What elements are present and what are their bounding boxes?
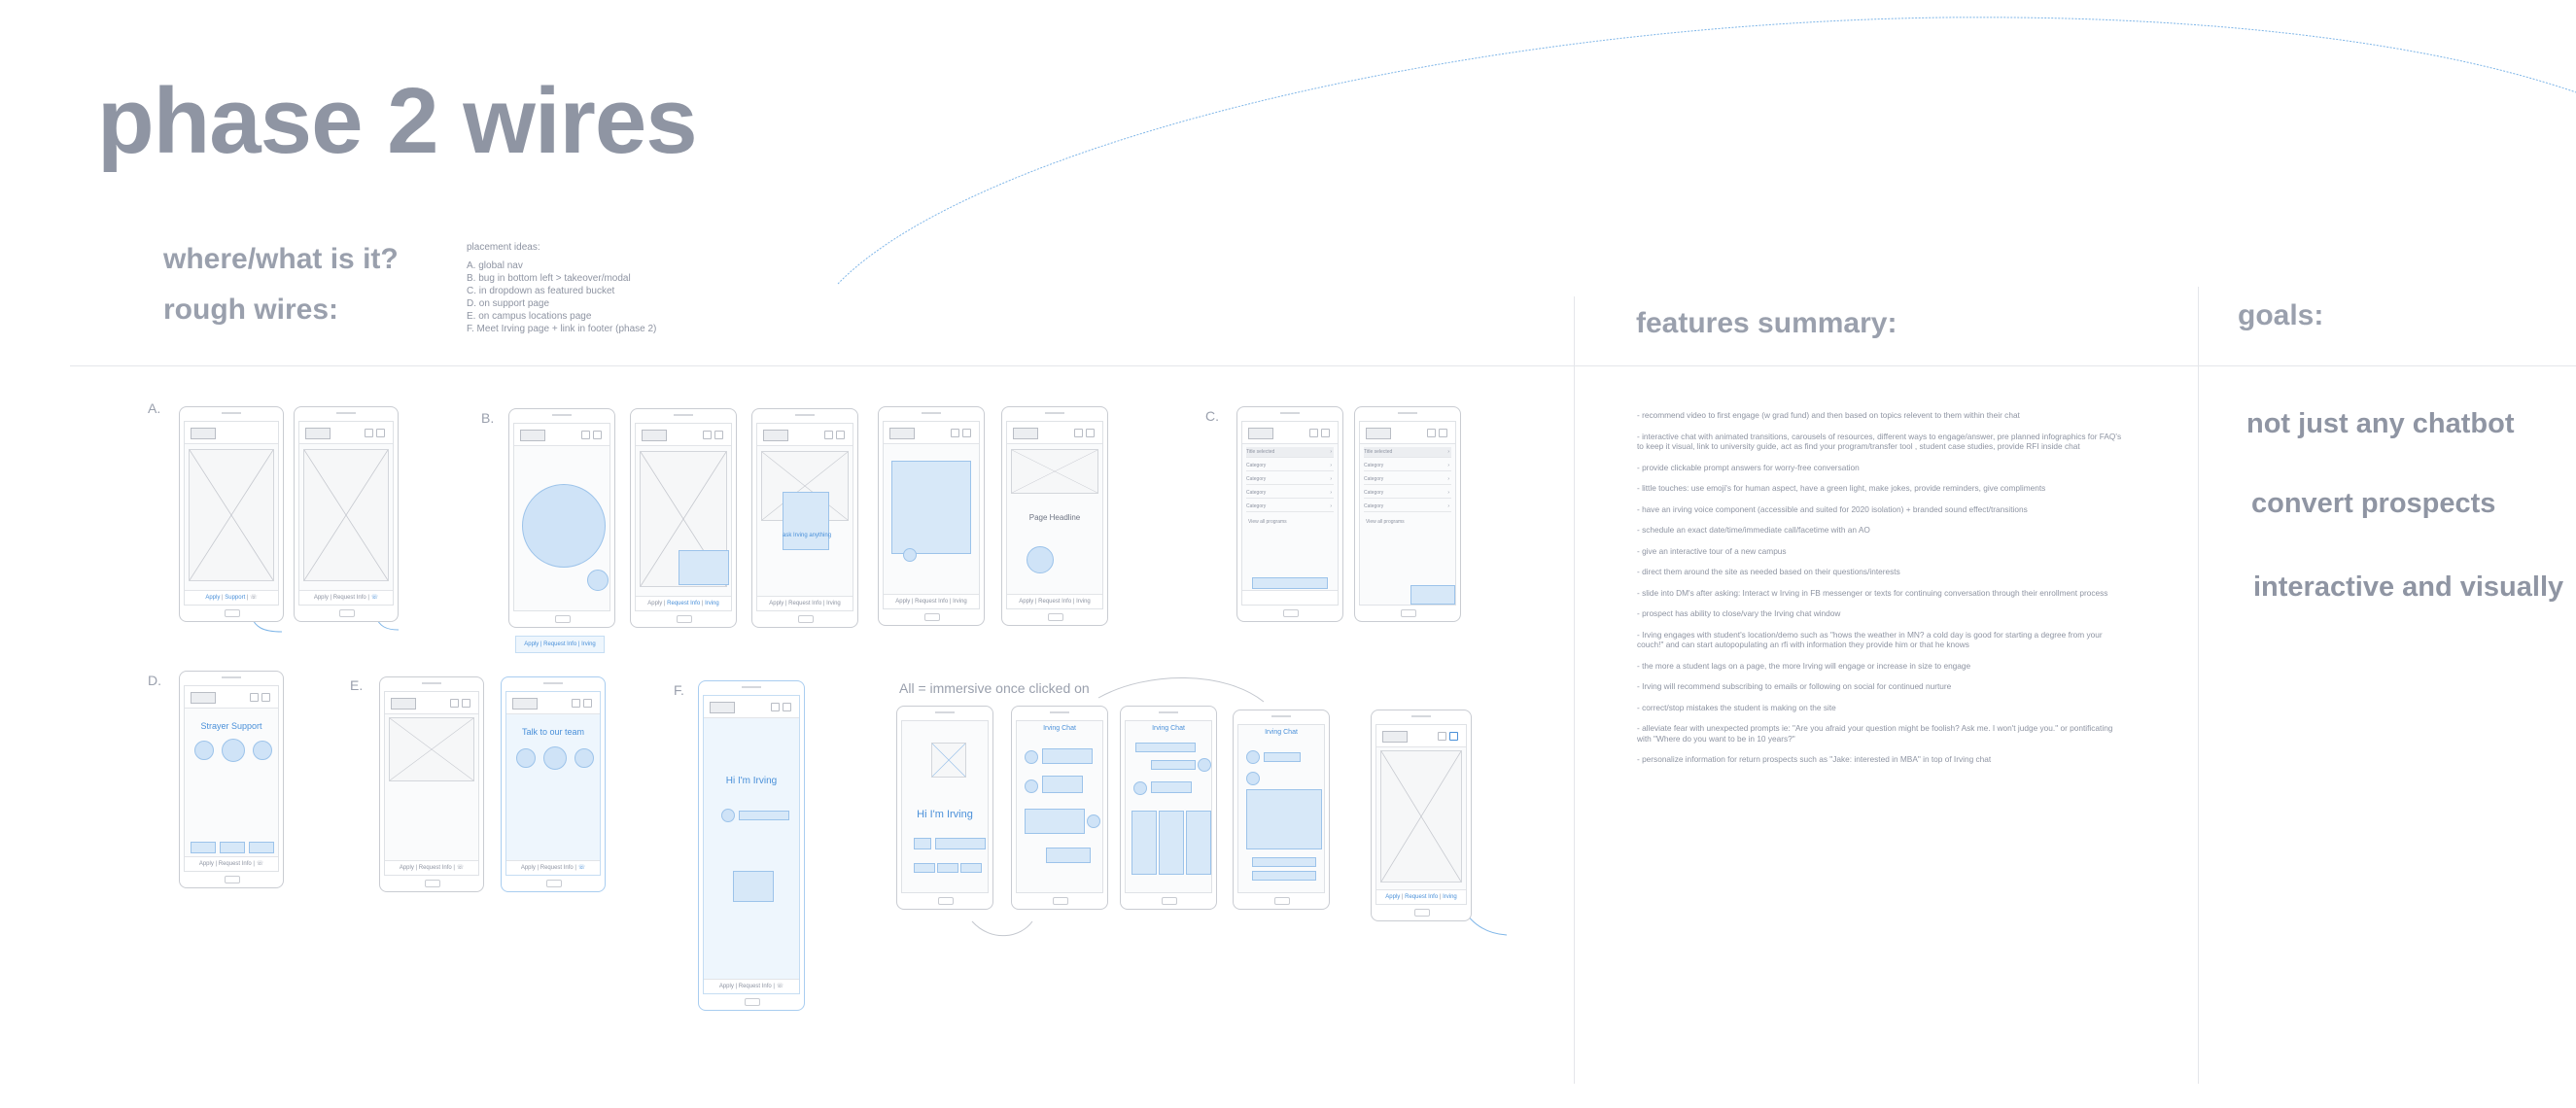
placement-item: F. Meet Irving page + link in footer (ph… bbox=[467, 324, 657, 334]
wireframe-b3: ask Irving anything Apply | Request Info… bbox=[751, 408, 858, 628]
goal-item: interactive and visually bbox=[2253, 571, 2564, 603]
vertical-divider bbox=[2198, 287, 2199, 1084]
feature-item: - prospect has ability to close/vary the… bbox=[1637, 608, 1841, 618]
wireframe-b1 bbox=[508, 408, 615, 628]
b1-footer-strip: Apply | Request Info | Irving bbox=[515, 636, 605, 653]
chat-screen-5: Apply | Request Info | Irving bbox=[1371, 710, 1472, 921]
feature-item: - direct them around the site as needed … bbox=[1637, 567, 1900, 576]
section-letter-a: A. bbox=[148, 400, 161, 416]
wireframe-c1: Title selected Category Category Categor… bbox=[1236, 406, 1343, 622]
goal-item: convert prospects bbox=[2251, 488, 2496, 519]
page-title: phase 2 wires bbox=[97, 69, 698, 173]
feature-item: - slide into DM's after asking: Interact… bbox=[1637, 587, 2108, 598]
immersive-label: All = immersive once clicked on bbox=[899, 680, 1090, 696]
wireframe-b2: Apply | Request Info | Irving bbox=[630, 408, 737, 628]
horizontal-divider bbox=[70, 365, 2576, 366]
feature-item: - give an interactive tour of a new camp… bbox=[1637, 545, 1787, 556]
chat-screen-2: Irving Chat bbox=[1011, 706, 1108, 910]
wireframe-a1: Apply | Support | ☏ bbox=[179, 406, 284, 622]
wireframe-b5: Page Headline Apply | Request Info | Irv… bbox=[1001, 406, 1108, 626]
feature-item: - Irving will recommend subscribing to e… bbox=[1637, 681, 1952, 691]
goal-item: not just any chatbot bbox=[2246, 408, 2515, 439]
feature-item: - Irving engages with student's location… bbox=[1637, 629, 2103, 650]
wireframe-e1: Apply | Request Info | ☏ bbox=[379, 676, 484, 892]
feature-item: - alleviate fear with unexpected prompts… bbox=[1637, 723, 2113, 744]
section-letter-c: C. bbox=[1205, 408, 1219, 424]
section-letter-b: B. bbox=[481, 410, 495, 426]
wireframe-f: Hi I'm Irving Apply | Request Info | ☏ bbox=[698, 680, 805, 1011]
wireframe-b4: Apply | Request Info | Irving bbox=[878, 406, 985, 626]
chat-screen-1: Hi I'm Irving bbox=[896, 706, 993, 910]
feature-item: - personalize information for return pro… bbox=[1637, 754, 1992, 764]
features-heading: features summary: bbox=[1636, 307, 1897, 339]
placement-item: A. global nav bbox=[467, 260, 523, 271]
goals-heading: goals: bbox=[2238, 299, 2324, 331]
placement-item: C. in dropdown as featured bucket bbox=[467, 286, 615, 296]
rough-wires-heading: rough wires: bbox=[163, 294, 339, 326]
feature-item: - recommend video to first engage (w gra… bbox=[1637, 410, 2020, 420]
wireframe-a2: Apply | Request Info | ☏ bbox=[294, 406, 399, 622]
section-letter-f: F. bbox=[674, 682, 684, 698]
chat-screen-4: Irving Chat bbox=[1233, 710, 1330, 910]
wireframe-c2: Title selected Category Category Categor… bbox=[1354, 406, 1461, 622]
feature-item: - the more a student lags on a page, the… bbox=[1637, 660, 1971, 671]
placement-item: B. bug in bottom left > takeover/modal bbox=[467, 273, 631, 284]
feature-item: - schedule an exact date/time/immediate … bbox=[1637, 525, 1870, 535]
feature-item: - provide clickable prompt answers for w… bbox=[1637, 462, 1860, 472]
feature-item: - correct/stop mistakes the student is m… bbox=[1637, 702, 1836, 712]
feature-item: - little touches: use emoji's for human … bbox=[1637, 483, 2046, 493]
chat-screen-3: Irving Chat bbox=[1120, 706, 1217, 910]
placement-item: E. on campus locations page bbox=[467, 311, 592, 322]
wireframe-e2: Talk to our team Apply | Request Info | … bbox=[501, 676, 606, 892]
features-list: - recommend video to first engage (w gra… bbox=[1637, 410, 2123, 776]
feature-item: - interactive chat with animated transit… bbox=[1637, 431, 2122, 452]
section-letter-e: E. bbox=[350, 677, 364, 693]
feature-item: - have an irving voice component (access… bbox=[1637, 503, 2028, 514]
wireframe-d: Strayer Support Apply | Request Info | ☏ bbox=[179, 671, 284, 888]
vertical-divider bbox=[1574, 296, 1575, 1084]
placement-title: placement ideas: bbox=[467, 242, 540, 253]
section-letter-d: D. bbox=[148, 673, 161, 688]
where-heading: where/what is it? bbox=[163, 243, 399, 275]
placement-item: D. on support page bbox=[467, 298, 550, 309]
placement-ideas: placement ideas: A. global nav B. bug in… bbox=[467, 241, 700, 335]
